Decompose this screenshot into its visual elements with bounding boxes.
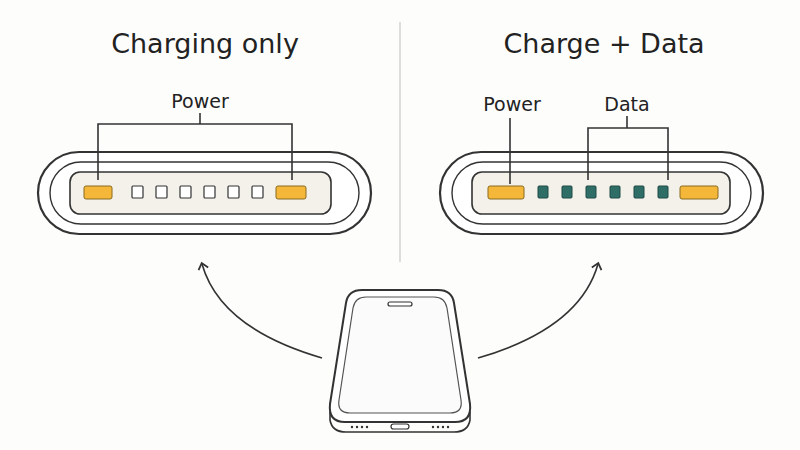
panel-heading: Charge + Data (503, 28, 704, 59)
pin-group-label: Power (171, 90, 228, 112)
arrow (478, 264, 598, 358)
usb-c-port-charging (38, 152, 371, 234)
arrow (202, 264, 322, 358)
leader-line (509, 118, 511, 184)
pin (228, 186, 239, 198)
bracket (98, 113, 292, 180)
pin (204, 186, 215, 198)
pin (132, 186, 143, 198)
bracket (588, 116, 668, 180)
pin (252, 186, 263, 198)
pin (634, 186, 644, 198)
pin (180, 186, 191, 198)
panel-heading: Charging only (111, 28, 299, 59)
pin (156, 186, 167, 198)
divider (399, 22, 400, 262)
pin-group-label: Power (483, 93, 540, 115)
pin (562, 186, 572, 198)
pin-group-label: Data (604, 93, 649, 115)
pin (658, 186, 668, 198)
pin (610, 186, 620, 198)
pin (586, 186, 596, 198)
pin (538, 186, 548, 198)
usb-c-port-data (440, 152, 763, 234)
phone-illustration (330, 290, 470, 432)
